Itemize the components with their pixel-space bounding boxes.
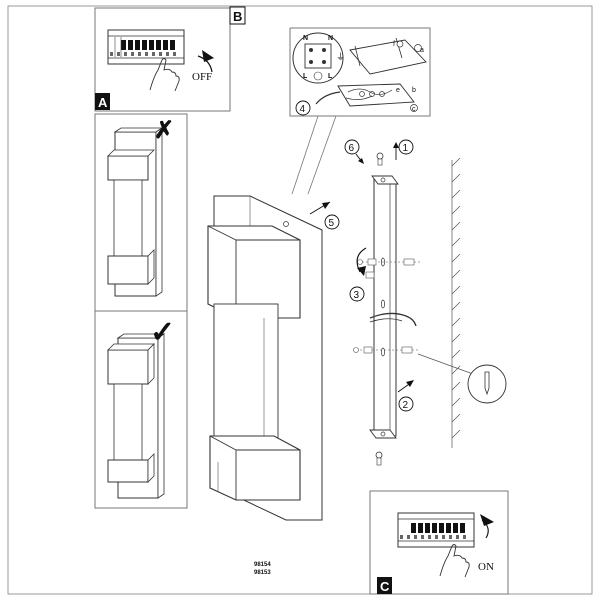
panel-c-letter: C — [380, 579, 390, 594]
mounting-comparison: ✗ ✓ — [94, 113, 188, 509]
rotate-arrow-3-head-icon — [357, 266, 366, 276]
wall-plugs-lower — [353, 346, 420, 354]
earth-symbol-icon: ⏚ — [336, 52, 345, 62]
step-5-badge — [324, 214, 340, 230]
terminal-n-right: N — [328, 35, 333, 42]
page-frame — [7, 5, 593, 595]
wrong-mark-icon: ✗ — [154, 117, 174, 144]
lamp-bottom-block — [209, 435, 301, 501]
power-cable — [369, 312, 417, 327]
wiring-callout-frame — [289, 27, 431, 117]
screw-bottom-icon — [375, 451, 383, 466]
panel-a-letter-box — [95, 93, 110, 110]
callout-f-label: f — [393, 41, 395, 48]
driver-housing — [337, 83, 415, 107]
switch-off-label: OFF — [192, 71, 212, 83]
arrow-head-on-icon — [480, 514, 494, 526]
lamp-correct-orientation — [107, 333, 166, 499]
step-2-badge — [398, 396, 414, 412]
step-3-badge — [349, 286, 365, 302]
step-3-label: 3 — [354, 290, 360, 301]
hand-icon — [149, 58, 180, 92]
lamp-top-block — [207, 225, 301, 319]
wall-mount — [353, 152, 507, 466]
panel-c-letter-box — [377, 577, 392, 594]
step-4-badge — [295, 100, 311, 116]
panel-a-letter: A — [98, 95, 108, 110]
rotate-arrow-icon — [197, 55, 213, 73]
callout-c-label: c — [412, 106, 416, 113]
callout-b-label: b — [412, 87, 416, 94]
panel-c-frame — [369, 490, 509, 595]
callout-a-label: a — [420, 47, 424, 54]
rotate-arrow-on-icon — [481, 519, 489, 539]
arrow-head-5-icon — [322, 202, 330, 209]
callout-e-label: e — [396, 87, 400, 94]
arrow-head-1-icon — [393, 142, 399, 148]
panel-b-letter-box — [229, 6, 246, 25]
terminal-l-right: L — [328, 73, 333, 80]
lamp-diffuser — [213, 303, 279, 445]
breaker-strip-on — [397, 512, 475, 548]
arrow-head-2-icon — [406, 380, 414, 387]
junction-housing — [349, 39, 427, 75]
step-1-badge — [398, 139, 414, 155]
wall-hatching — [451, 157, 461, 448]
wall-plugs-upper — [357, 258, 420, 266]
callout-leader-left — [291, 115, 319, 195]
panel-b: B — [229, 6, 246, 25]
step-2-label: 2 — [403, 400, 409, 411]
model-number-1: 98154 — [254, 562, 271, 568]
arrow-head-icon — [202, 50, 214, 62]
terminal-n-left: N — [303, 35, 308, 42]
callout-d — [313, 71, 323, 81]
supply-cable — [315, 91, 341, 105]
right-mark-icon: ✓ — [150, 316, 175, 349]
model-number-2: 98153 — [254, 570, 271, 576]
screw-top-icon — [376, 152, 384, 166]
callout-leader-right — [307, 115, 337, 195]
drill-bit-icon — [484, 371, 490, 396]
lamp-wrong-orientation — [107, 127, 164, 297]
mounting-bracket — [373, 177, 397, 437]
step-6-badge — [344, 139, 360, 155]
step-5-label: 5 — [329, 218, 335, 229]
wall-plugs-middle — [365, 271, 375, 279]
hand-on-icon — [439, 544, 470, 578]
step-1-label: 1 — [403, 143, 409, 154]
panel-c: ON C — [369, 490, 509, 595]
breaker-strip-off — [107, 29, 185, 65]
terminal-l-left: L — [303, 73, 308, 80]
step-6-label: 6 — [349, 143, 355, 154]
main-lamp — [207, 195, 323, 521]
power-cable-inner — [369, 318, 403, 323]
wiring-detail: N N L L ⏚ f a e b c 4 — [289, 27, 431, 195]
step-4-label: 4 — [300, 104, 306, 115]
panel-b-letter: B — [233, 9, 242, 24]
arrow-head-6-icon — [358, 158, 364, 164]
panel-a: OFF A — [94, 7, 231, 112]
panel-a-frame — [94, 7, 231, 112]
switch-on-label: ON — [478, 561, 494, 573]
